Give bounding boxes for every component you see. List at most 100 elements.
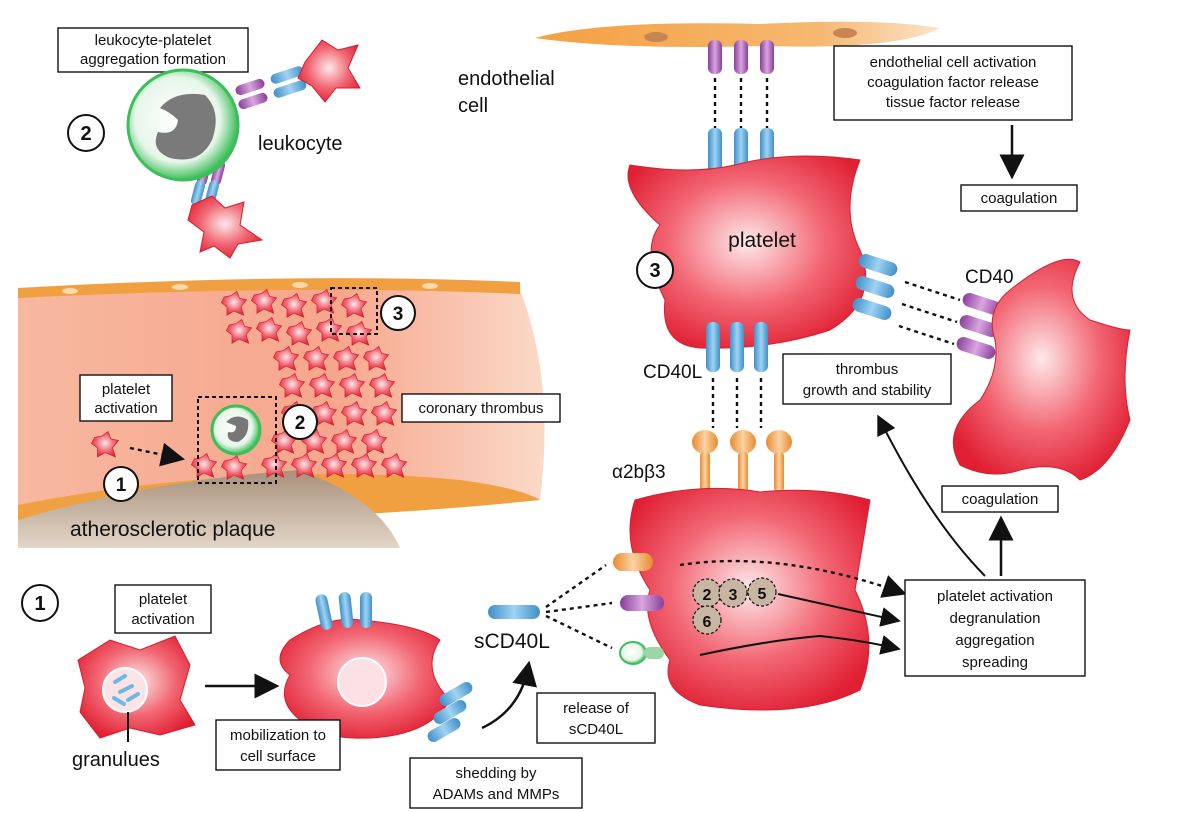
plaque-label: atherosclerotic plaque [70, 518, 275, 541]
activation-label-2: degranulation [950, 610, 1041, 627]
receptor-bundle-lower [613, 553, 664, 665]
marker-three-circle [636, 251, 674, 289]
activation-label-1: platelet activation [937, 588, 1053, 605]
endothelial-label-1: endothelial [458, 68, 555, 90]
signal-two: 2 [703, 587, 712, 604]
coronary-thrombus-label: coronary thrombus [418, 400, 543, 417]
vessel-leukocyte-nucleus [226, 416, 249, 442]
mobilization-label-2: cell surface [240, 748, 316, 765]
shedding-panel: 1 platelet activation granulues mobiliza… [21, 564, 656, 809]
cd40l-label: CD40L [643, 362, 702, 383]
endothelial-activation-box [833, 45, 1073, 121]
leukocyte-nucleus [155, 93, 216, 160]
shedding-label-2: ADAMs and MMPs [433, 786, 560, 803]
integrin-receptors [692, 430, 792, 492]
shedding-label-1: shedding by [456, 765, 537, 782]
marker-one-label: 1 [34, 593, 45, 615]
granulues-label: granulues [72, 749, 160, 771]
endothelial-label-2: cell [458, 95, 488, 117]
thrombus-label-1: thrombus [836, 361, 899, 378]
signal-three: 3 [729, 587, 738, 604]
vessel-marker-one-circle [103, 466, 139, 502]
integrin-signal-arrow [679, 559, 907, 598]
bottom-activation-label-1: platelet [139, 591, 188, 608]
leukocyte-receptors-upper [235, 66, 307, 110]
coagulation-box-mid [941, 485, 1059, 513]
integrin-label: α2bβ3 [612, 462, 666, 483]
coronary-thrombus-box [401, 393, 561, 423]
vessel-marker-one: 1 [116, 475, 127, 496]
platelet-lower [187, 195, 264, 259]
cd40-bearing-cell [952, 258, 1131, 481]
platelet-activation-label-1: platelet [102, 381, 151, 398]
release-arrow [481, 660, 537, 730]
scd40l-binding-purple [545, 601, 613, 614]
marker-one-circle [21, 584, 59, 622]
leukocyte-platelet-label: leukocyte-platelet [95, 32, 213, 49]
scd40l-binding-orange [545, 564, 607, 608]
platelet-activation-box [904, 579, 1086, 677]
endothelial-receptors [708, 40, 774, 176]
atherosclerotic-plaque [18, 470, 400, 548]
endothelial-nucleus-right [833, 28, 857, 38]
release-label-2: sCD40L [569, 721, 623, 738]
marker-three-label: 3 [649, 260, 660, 282]
aggregation-formation-label: aggregation formation [80, 51, 226, 68]
numbered-signals: 2 3 5 6 [692, 577, 777, 635]
vessel-marker-two: 2 [295, 413, 306, 434]
leukocyte-platelet-box [57, 27, 249, 73]
vessel-marker-three-circle [380, 295, 416, 331]
platelet-activation-label-2: activation [94, 400, 157, 417]
platelet-activation-box-bottom [114, 584, 212, 634]
activation-to-thrombus-arrow [877, 414, 986, 577]
activation-label-4: spreading [962, 654, 1028, 671]
leukocyte-label: leukocyte [258, 133, 343, 155]
signal-six: 6 [703, 614, 712, 631]
inset-box-three [330, 287, 378, 335]
leukocyte-aggregation-panel: leukocyte-platelet aggregation formation… [57, 27, 361, 259]
central-platelet [627, 155, 867, 349]
marker-two-circle [67, 114, 105, 152]
vessel-endothelium-top [18, 278, 520, 298]
soluble-cd40l-molecule [488, 605, 540, 619]
scd40l-binding-green [545, 614, 613, 650]
marker-two-label: 2 [80, 123, 91, 145]
scd40l-label: sCD40L [474, 630, 550, 653]
endothelial-nucleus-left [644, 32, 668, 42]
coagulation-label-top: coagulation [981, 190, 1058, 207]
release-label-1: release of [563, 700, 630, 717]
activation-label-3: aggregation [955, 632, 1034, 649]
endothelial-cell-shape [535, 21, 940, 47]
cd40l-stalks [706, 322, 768, 428]
platelet-label: platelet [728, 229, 796, 252]
cd40-label: CD40 [965, 267, 1014, 288]
endo-activation-label-2: coagulation factor release [867, 74, 1039, 91]
surface-cd40l [315, 592, 473, 742]
endothelial-nuclei-top [62, 282, 438, 294]
coagulation-box-top [960, 184, 1078, 212]
vessel-marker-two-circle [282, 404, 318, 440]
endothelial-panel: endothelial cell endothelial cell activa… [458, 21, 1131, 492]
bottom-activation-label-2: activation [131, 611, 194, 628]
vessel-marker-three: 3 [393, 304, 404, 325]
activation-cascade-panel: 2 3 5 6 platelet activation degranulatio… [613, 414, 1086, 711]
signal-five: 5 [758, 586, 767, 603]
cd40l-cd40-binding [852, 253, 1002, 360]
endo-activation-label-1: endothelial cell activation [870, 54, 1037, 71]
vessel-lumen [18, 283, 545, 512]
inset-box-two [197, 396, 277, 484]
coronary-vessel-panel: atherosclerotic plaque 3 [18, 278, 561, 548]
thrombus-growth-box [782, 353, 952, 405]
endo-activation-label-3: tissue factor release [886, 94, 1020, 111]
coagulation-label-mid: coagulation [962, 491, 1039, 508]
mobilization-label-1: mobilization to [230, 727, 326, 744]
platelet-activation-box-vessel [79, 374, 173, 422]
shedding-box [409, 757, 583, 809]
activated-platelet-center [337, 657, 387, 707]
release-box [536, 692, 656, 744]
platelet-upper-right [297, 39, 361, 103]
thrombus-label-2: growth and stability [803, 382, 932, 399]
signal-to-activation-arrow-2 [699, 634, 901, 656]
granules-icon [112, 674, 140, 706]
